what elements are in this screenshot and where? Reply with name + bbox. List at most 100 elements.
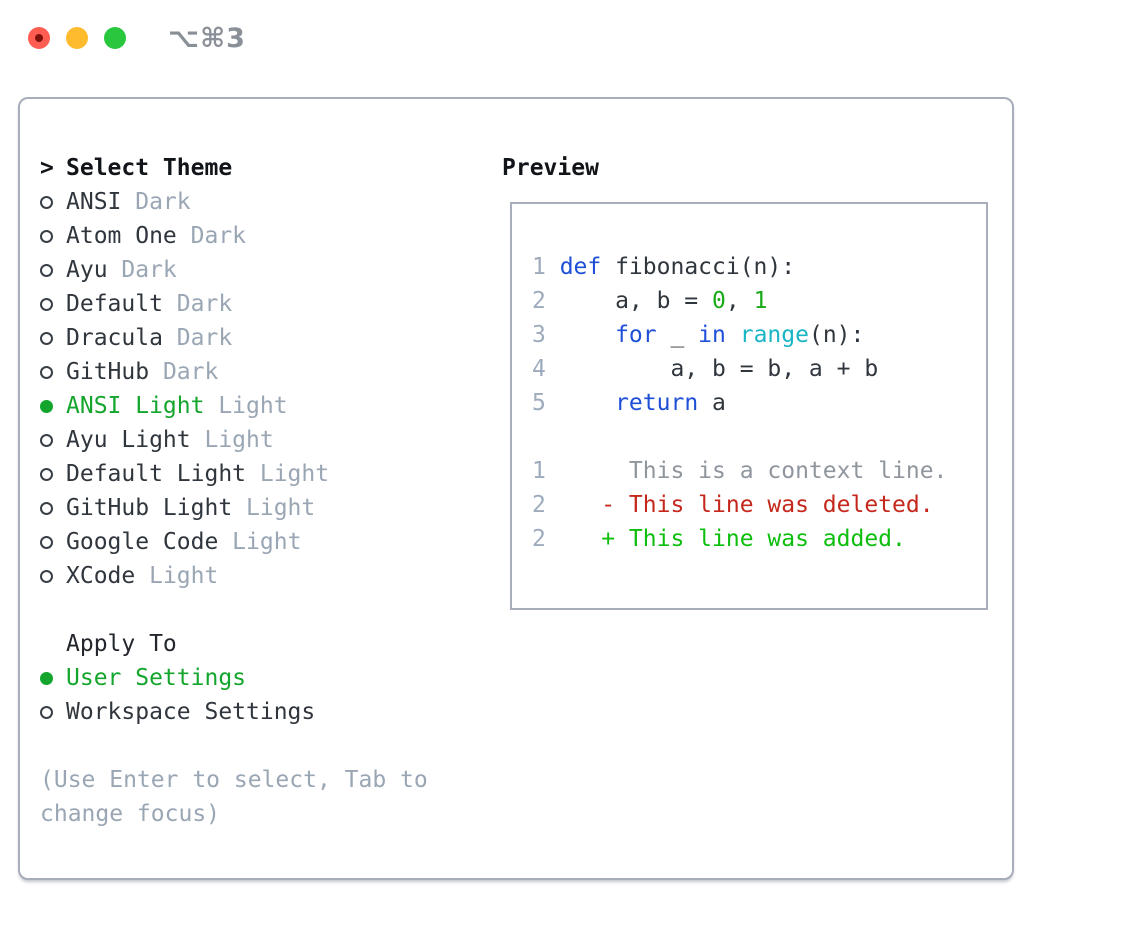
option-tag: Light [218, 529, 302, 555]
code-token [560, 322, 615, 348]
code-token: a, b = [559, 288, 713, 314]
code-line [532, 420, 986, 454]
theme-option-default[interactable]: Default Dark [40, 287, 502, 321]
option-label: Default Light [66, 461, 247, 487]
code-token: a, b = b, a + b [559, 356, 879, 382]
close-button[interactable] [28, 27, 50, 49]
theme-option-ayu[interactable]: Ayu Dark [40, 253, 502, 287]
theme-option-github-light[interactable]: GitHub Light Light [40, 491, 502, 525]
option-label: Ayu Light [66, 427, 191, 453]
code-token: 0 [712, 288, 726, 314]
code-line: 1 This is a context line. [532, 454, 986, 488]
help-text: (Use Enter to select, Tab to change focu… [40, 767, 428, 827]
code-line: 3 for _ in range(n): [532, 318, 986, 352]
theme-option-google-code[interactable]: Google Code Light [40, 525, 502, 559]
code-token: _ [656, 322, 699, 348]
theme-option-ansi-light[interactable]: ANSI Light Light [40, 389, 502, 423]
theme-option-dracula[interactable]: Dracula Dark [40, 321, 502, 355]
option-label: Default [66, 291, 163, 317]
code-line: 4 a, b = b, a + b [532, 352, 986, 386]
code-line: 2 + This line was added. [532, 522, 986, 556]
code-token: fibonacci(n): [601, 254, 796, 280]
option-tag: Light [232, 495, 316, 521]
option-tag: Dark [162, 325, 233, 351]
cursor-icon: > [40, 155, 54, 181]
option-label: Google Code [66, 529, 219, 555]
theme-list-title: Select Theme [66, 155, 233, 181]
unsaved-dot-icon [35, 34, 43, 42]
radio-icon [40, 705, 66, 719]
line-number: 2 [532, 492, 546, 518]
line-number: 5 [532, 390, 546, 416]
radio-icon [40, 433, 66, 447]
select-theme-header: > Select Theme [40, 151, 502, 185]
radio-icon [40, 569, 66, 583]
code-token: , [725, 288, 754, 314]
code-token: This is a context line. [559, 458, 948, 484]
theme-option-ayu-light[interactable]: Ayu Light Light [40, 423, 502, 457]
maximize-button[interactable] [104, 27, 126, 49]
option-label: GitHub Light [66, 495, 233, 521]
code-token: range [739, 322, 809, 348]
line-number: 2 [532, 288, 546, 314]
option-tag: Light [135, 563, 219, 589]
radio-icon [40, 263, 66, 277]
code-token [560, 390, 615, 416]
code-token: - This line was deleted. [559, 492, 934, 518]
radio-selected-icon [40, 671, 66, 685]
code-token: return [615, 390, 699, 416]
radio-icon [40, 229, 66, 243]
window-title: ⌥⌘3 [168, 22, 246, 54]
radio-icon [40, 467, 66, 481]
radio-icon [40, 535, 66, 549]
theme-option-ansi[interactable]: ANSI Dark [40, 185, 502, 219]
option-tag: Dark [176, 223, 247, 249]
code-line: 2 a, b = 0, 1 [532, 284, 986, 318]
apply-option-workspace-settings[interactable]: Workspace Settings [40, 695, 502, 729]
theme-option-xcode[interactable]: XCode Light [40, 559, 502, 593]
theme-option-default-light[interactable]: Default Light Light [40, 457, 502, 491]
code-line: 5 return a [532, 386, 986, 420]
apply-to-title: Apply To [66, 631, 177, 657]
code-token: def [559, 254, 602, 280]
radio-selected-icon [40, 399, 66, 413]
option-label: Ayu [66, 257, 108, 283]
option-tag: Dark [162, 291, 233, 317]
code-token: + This line was added. [559, 526, 906, 552]
option-tag: Dark [149, 359, 219, 385]
option-tag: Dark [121, 189, 191, 215]
code-token: in [698, 322, 726, 348]
code-token: 1 [753, 288, 768, 314]
theme-option-atom-one[interactable]: Atom One Dark [40, 219, 502, 253]
code-line: 2 - This line was deleted. [532, 488, 986, 522]
option-tag: Light [204, 393, 288, 419]
theme-option-github[interactable]: GitHub Dark [40, 355, 502, 389]
option-tag: Light [246, 461, 330, 487]
option-label: ANSI Light [66, 393, 205, 419]
option-label: User Settings [66, 665, 247, 691]
option-label: Dracula [66, 325, 163, 351]
spacer [40, 593, 502, 627]
radio-icon [40, 331, 66, 345]
titlebar: ⌥⌘3 [28, 23, 246, 54]
option-tag: Light [190, 427, 274, 453]
code-token: (n): [808, 322, 865, 348]
apply-option-user-settings[interactable]: User Settings [40, 661, 502, 695]
radio-icon [40, 195, 66, 209]
radio-icon [40, 365, 66, 379]
code-token: for [615, 322, 657, 348]
minimize-button[interactable] [66, 27, 88, 49]
option-label: GitHub [66, 359, 150, 385]
line-number: 1 [532, 458, 546, 484]
line-number: 2 [532, 526, 546, 552]
radio-icon [40, 501, 66, 515]
code-token: a [698, 390, 726, 416]
